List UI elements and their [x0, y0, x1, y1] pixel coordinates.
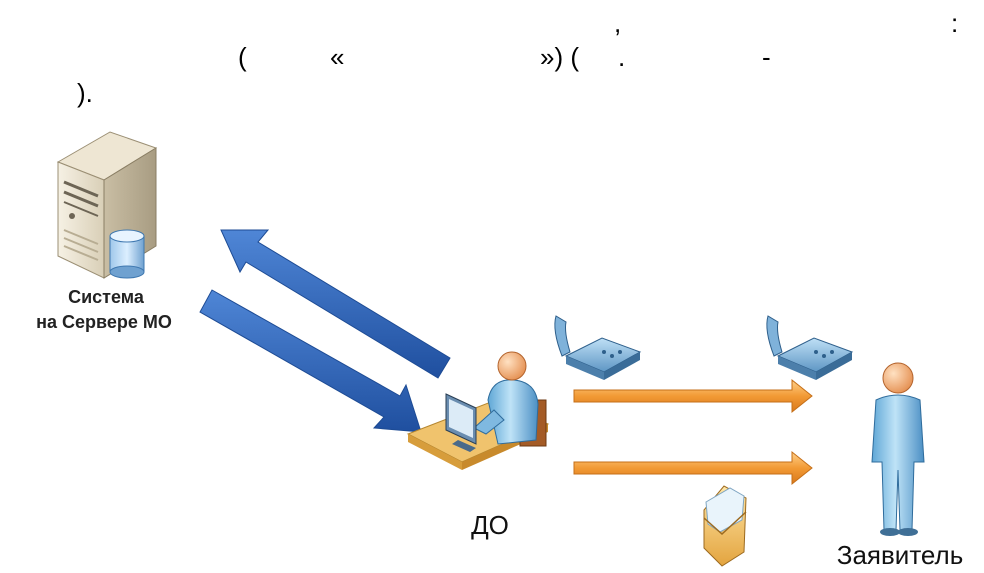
orange-arrow-phone [573, 378, 813, 414]
operator-label: ДО [471, 510, 509, 540]
header-guillemet-close: ») ( [540, 42, 579, 72]
applicant-label: Заявитель [837, 540, 964, 570]
header-dash: - [762, 42, 771, 72]
telephone-icon [554, 315, 642, 380]
database-icon [109, 229, 145, 279]
header-guillemet-open: « [330, 42, 345, 72]
server-label-line2: на Сервере МО [36, 312, 172, 332]
blue-arrow-to-server [220, 229, 451, 379]
header-close: ). [77, 78, 93, 108]
orange-arrow-mail [573, 450, 813, 486]
header-paren-open: ( [238, 42, 247, 72]
server-label-line1: Система [68, 287, 145, 307]
envelope-icon [703, 485, 747, 567]
header-colon: : [951, 8, 959, 38]
blue-arrow-to-operator [199, 289, 422, 433]
operator-workstation-icon [406, 351, 550, 470]
telephone-icon [766, 315, 854, 380]
header-comma: , [614, 8, 622, 38]
header-dot: . [618, 42, 626, 72]
applicant-person-icon [871, 362, 925, 536]
